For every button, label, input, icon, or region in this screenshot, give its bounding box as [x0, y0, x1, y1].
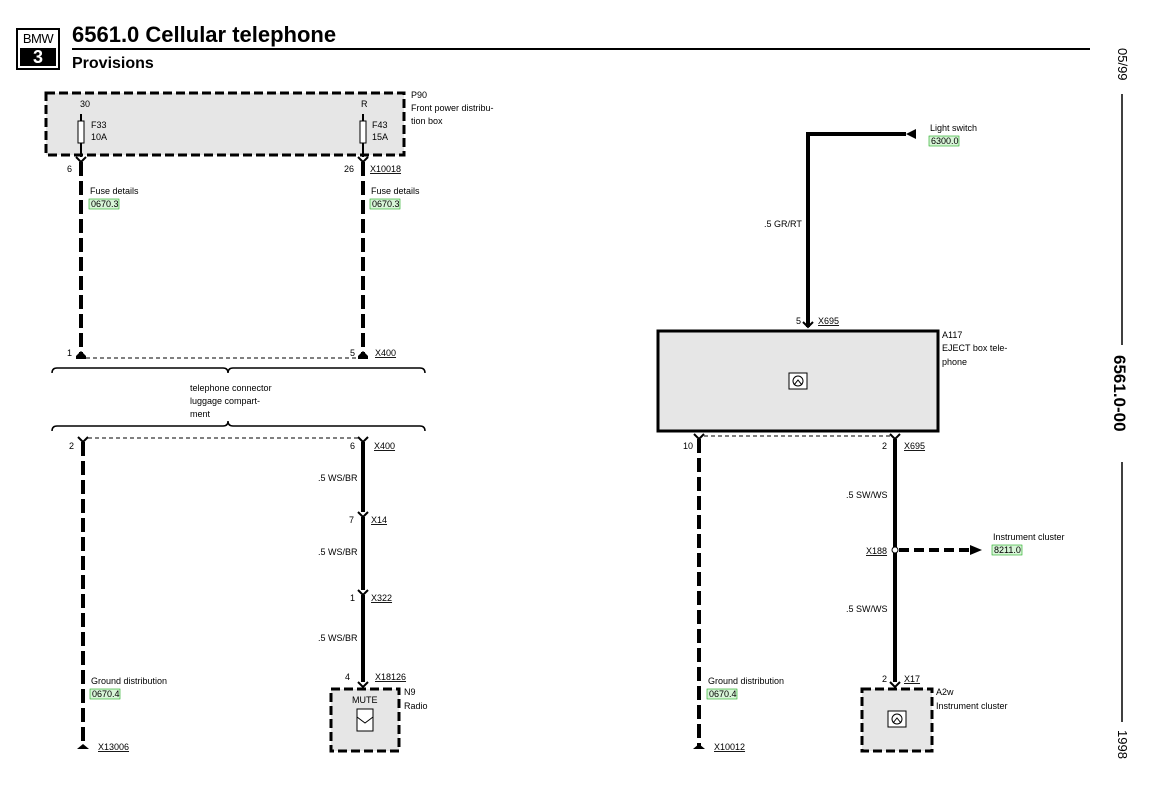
- splice-x188: [891, 546, 899, 554]
- ground-symbol-right: [693, 744, 705, 749]
- cluster-module-icon: [887, 710, 907, 728]
- n9-id: N9: [404, 687, 416, 697]
- pin-5: 5: [350, 348, 355, 358]
- pin-6: 6: [67, 164, 72, 174]
- connector-x13006: X13006: [98, 742, 129, 752]
- fuse-f43-icon: [359, 120, 367, 144]
- p90-label-2: tion box: [411, 116, 443, 126]
- n9-name: Radio: [404, 701, 428, 711]
- left-lower-wires: 2 6 X400 X13006 Ground distribution 0670…: [69, 436, 406, 752]
- connector-x18126: X18126: [375, 672, 406, 682]
- a2w-id: A2w: [936, 687, 954, 697]
- pin-5-x695: 5: [796, 316, 801, 326]
- light-switch-arrow-icon: [906, 129, 916, 139]
- ref-ground-left-label: Ground distribution: [91, 676, 167, 686]
- side-strip: 05/99 6561.0-00 1998: [1110, 48, 1130, 759]
- pin-4: 4: [345, 672, 350, 682]
- tel-connector-label-1: telephone connector: [190, 383, 272, 393]
- a117-label-2: phone: [942, 357, 967, 367]
- page-subtitle: Provisions: [72, 55, 154, 72]
- side-code: 6561.0-00: [1110, 355, 1129, 432]
- connector-x695-bottom: X695: [904, 441, 925, 451]
- pin-2-x695: 2: [882, 441, 887, 451]
- pin-26: 26: [344, 164, 354, 174]
- p90-label-1: Front power distribu-: [411, 103, 494, 113]
- tel-connector-label-3: ment: [190, 409, 211, 419]
- right-lower-wires: 10 2 X695 X10012 Ground distribution 067…: [683, 433, 1065, 752]
- ground-symbol-left: [77, 744, 89, 749]
- fuse-f43-id: F43: [372, 120, 388, 130]
- logo-text: BMW: [22, 31, 54, 46]
- fuse-f33-id: F33: [91, 120, 107, 130]
- wire-ws-br-1: .5 WS/BR: [318, 473, 358, 483]
- fuse-f33-rating: 10A: [91, 132, 107, 142]
- pin-6-x400: 6: [350, 441, 355, 451]
- ref-fuse-right-label: Fuse details: [371, 186, 420, 196]
- ref-fuse-left-label: Fuse details: [90, 186, 139, 196]
- a2w-name: Instrument cluster: [936, 701, 1008, 711]
- ref-light-switch-label: Light switch: [930, 123, 977, 133]
- connector-x322: X322: [371, 593, 392, 603]
- tel-connector-label-2: luggage compart-: [190, 396, 260, 406]
- ref-instrument-cluster-code: 8211.0: [994, 545, 1021, 555]
- logo-series: 3: [20, 48, 56, 66]
- pin-2-left: 2: [69, 441, 74, 451]
- connector-x188: X188: [866, 546, 887, 556]
- title-rule: [72, 48, 1090, 50]
- pin-7: 7: [349, 515, 354, 525]
- p90-pin-30: 30: [80, 99, 90, 109]
- wire-ws-br-2: .5 WS/BR: [318, 547, 358, 557]
- connector-x695-top: X695: [818, 316, 839, 326]
- bmw-logo: BMW 3: [16, 28, 60, 70]
- p90-id: P90: [411, 90, 427, 100]
- a117-id: A117: [942, 330, 962, 340]
- a2w-outline: [860, 687, 934, 753]
- wire-sw-ws-1: .5 SW/WS: [846, 490, 888, 500]
- ref-fuse-left-code: 0670.3: [91, 199, 119, 209]
- p90-pin-r: R: [361, 99, 368, 109]
- wire-gr-rt: [806, 132, 906, 327]
- wire-ws-br-3: .5 WS/BR: [318, 633, 358, 643]
- instrument-cluster-arrow-icon: [970, 545, 982, 555]
- connector-x14: X14: [371, 515, 387, 525]
- light-switch-wire: Light switch 6300.0 .5 GR/RT 5 X695: [764, 123, 977, 329]
- mute-switch-icon: [356, 708, 374, 732]
- n9-radio: MUTE N9 Radio: [329, 687, 428, 753]
- connector-x17: X17: [904, 674, 920, 684]
- pin-1-x322: 1: [350, 593, 355, 603]
- side-date: 05/99: [1115, 48, 1130, 81]
- control-module-icon: [788, 372, 808, 390]
- connector-x10018: X10018: [370, 164, 401, 174]
- connector-x10012: X10012: [714, 742, 745, 752]
- a117-eject-box: A117 EJECT box tele- phone: [656, 329, 1007, 433]
- connector-x400-bottom: X400: [374, 441, 395, 451]
- pin-10: 10: [683, 441, 693, 451]
- page-title: 6561.0 Cellular telephone: [72, 22, 337, 47]
- pin-2-x17: 2: [882, 674, 887, 684]
- ref-instrument-cluster-label: Instrument cluster: [993, 532, 1065, 542]
- connector-x400-top: X400: [375, 348, 396, 358]
- n9-mute-label: MUTE: [352, 695, 378, 705]
- pin-1: 1: [67, 348, 72, 358]
- left-upper-wires: 6 26 X10018 Fuse details 0670.3 Fuse det…: [67, 156, 420, 359]
- side-year: 1998: [1115, 730, 1130, 759]
- a2w-instrument-cluster: A2w Instrument cluster: [860, 687, 1008, 753]
- ref-ground-right-code: 0670.4: [709, 689, 737, 699]
- ref-fuse-right-code: 0670.3: [372, 199, 400, 209]
- ref-ground-left-code: 0670.4: [92, 689, 120, 699]
- ref-light-switch-code: 6300.0: [931, 136, 959, 146]
- fuse-f33-icon: [77, 120, 85, 144]
- fuse-f43-rating: 15A: [372, 132, 388, 142]
- telephone-connector: telephone connector luggage compart- men…: [51, 367, 426, 432]
- wire-gr-rt-label: .5 GR/RT: [764, 219, 802, 229]
- a117-label-1: EJECT box tele-: [942, 343, 1007, 353]
- p90-box: P90 Front power distribu- tion box 30 R …: [44, 90, 494, 157]
- wire-sw-ws-2: .5 SW/WS: [846, 604, 888, 614]
- p90-outline: [44, 91, 406, 157]
- ref-ground-right-label: Ground distribution: [708, 676, 784, 686]
